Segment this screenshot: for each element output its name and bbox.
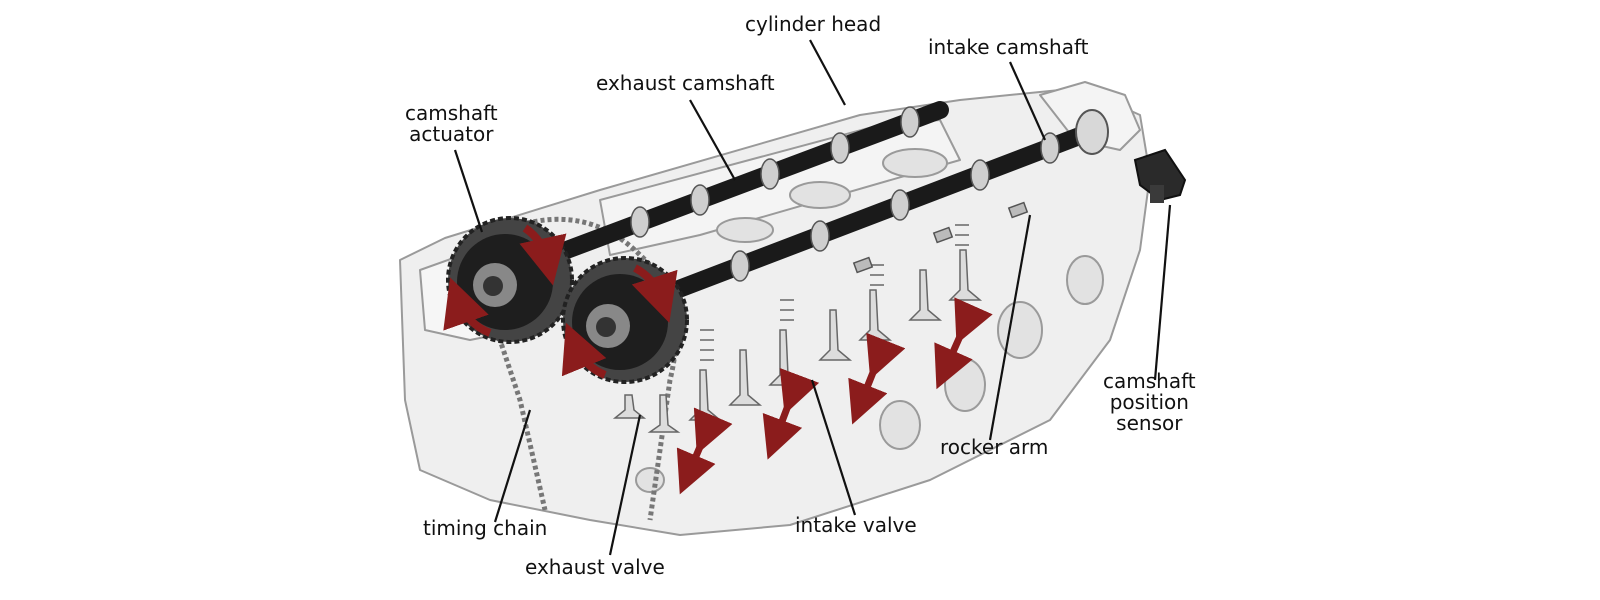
label-rocker-arm: rocker arm xyxy=(940,435,1049,459)
label-intake-valve: intake valve xyxy=(795,513,917,537)
port-openings xyxy=(635,148,1104,493)
leader-rocker-arm xyxy=(988,214,1032,441)
label-exhaust-camshaft: exhaust camshaft xyxy=(596,71,775,95)
label-cylinder-head: cylinder head xyxy=(745,12,882,36)
leader-timing-chain xyxy=(493,409,532,523)
intake-camshaft xyxy=(641,109,1109,309)
leader-camshaft-position-sensor xyxy=(1153,204,1172,381)
leader-camshaft-actuator xyxy=(453,149,484,233)
label-timing-chain: timing chain xyxy=(423,516,548,540)
rocker-arms xyxy=(852,201,1029,274)
leader-cylinder-head xyxy=(809,39,846,106)
leader-intake-camshaft xyxy=(1008,61,1047,141)
label-camshaft-position-sensor: camshaft position sensor xyxy=(1103,369,1196,435)
valve-motion-arrows xyxy=(676,297,993,495)
exhaust-camshaft xyxy=(531,101,949,269)
leader-exhaust-camshaft xyxy=(689,99,736,181)
camshaft-actuator-exhaust xyxy=(443,216,574,344)
camshaft-position-sensor xyxy=(1133,148,1187,203)
leader-exhaust-valve xyxy=(608,414,642,556)
label-exhaust-valve: exhaust valve xyxy=(525,555,665,579)
valve-springs xyxy=(700,224,969,361)
label-camshaft-actuator: camshaft actuator xyxy=(405,101,498,146)
leader-intake-valve xyxy=(810,379,857,516)
label-intake-camshaft: intake camshaft xyxy=(928,35,1089,59)
leader-lines xyxy=(453,39,1172,556)
camshaft-actuator-intake xyxy=(561,256,689,384)
valves xyxy=(612,249,983,433)
